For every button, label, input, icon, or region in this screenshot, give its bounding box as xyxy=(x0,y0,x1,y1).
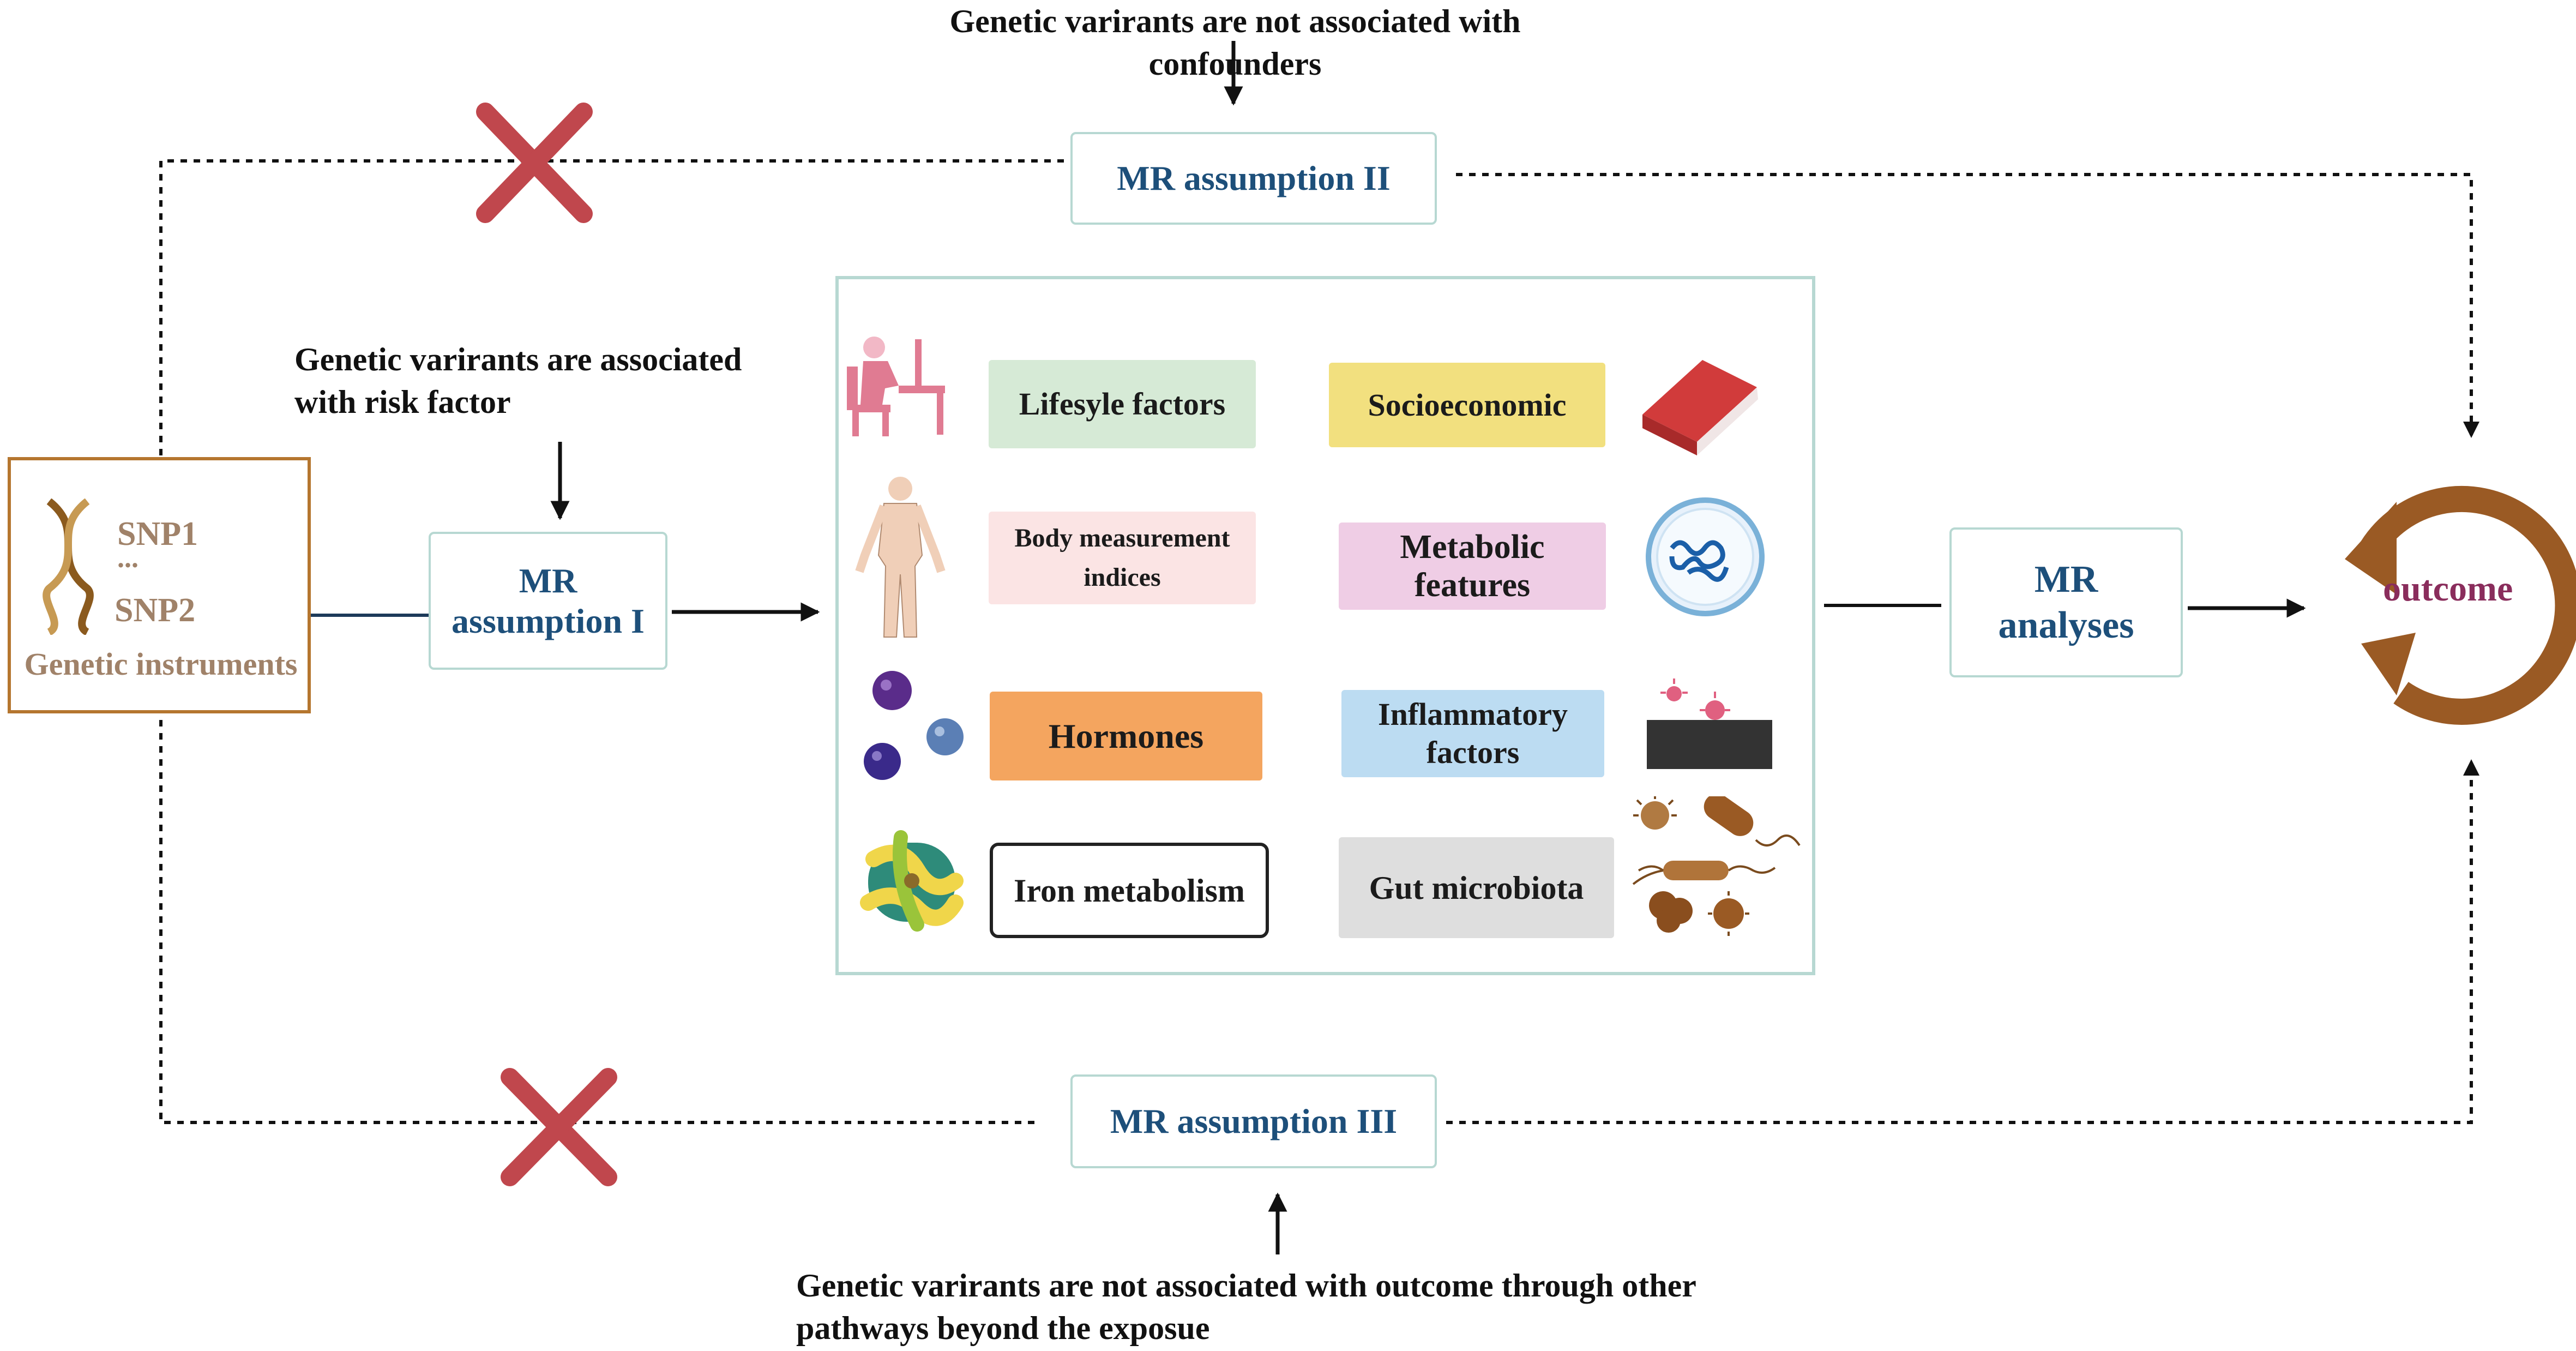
petri-dish-icon xyxy=(1646,497,1765,616)
mr-assumption-2-box: MR assumption II xyxy=(1070,132,1437,225)
inflammatory-factors-label: Inflammatory factors xyxy=(1341,690,1604,777)
metabolic-label-line1: Metabolic xyxy=(1400,529,1545,566)
outcome-cycle-arrowhead-bottom xyxy=(2361,633,2416,695)
socioeconomic-label: Socioeconomic xyxy=(1329,363,1605,447)
hormones-label: Hormones xyxy=(990,692,1262,780)
metabolic-label-line2: features xyxy=(1414,567,1531,604)
spheres-icon xyxy=(864,671,964,780)
gut-microbiota-label: Gut microbiota xyxy=(1339,837,1614,938)
risk-factor-note: Genetic varirants are associated with ri… xyxy=(294,338,834,423)
snp1-label: SNP1 xyxy=(117,515,198,553)
dna-icon xyxy=(43,499,94,635)
snp-ellipsis: ... xyxy=(117,543,139,574)
cross-mark-icon-bottom xyxy=(501,1068,617,1186)
metabolic-features-label: Metabolic features xyxy=(1339,523,1606,610)
cell-surface-icon xyxy=(1647,678,1772,769)
bottom-note-line1: Genetic varirants are not associated wit… xyxy=(796,1268,1696,1304)
mr-assumption-3-box: MR assumption III xyxy=(1070,1074,1437,1168)
bacteria-icon xyxy=(1632,796,1801,936)
protein-icon xyxy=(860,830,964,932)
risk-note-line1: Genetic varirants are associated xyxy=(294,341,742,377)
outcome-cycle-arrowhead-top xyxy=(2345,502,2397,595)
risk-note-line2: with risk factor xyxy=(294,384,511,420)
lifestyle-factors-label: Lifesyle factors xyxy=(989,360,1256,448)
body-measurement-label: Body measurement indices xyxy=(989,512,1256,604)
outcome-cycle-icon xyxy=(2361,485,2576,725)
inflammatory-label-line1: Inflammatory xyxy=(1378,696,1568,732)
body-label-line2: indices xyxy=(1084,563,1161,592)
analyses-line2: analyses xyxy=(1998,604,2134,646)
inflammatory-label-line2: factors xyxy=(1426,735,1520,770)
top-note: Genetic varirants are not associated wit… xyxy=(949,3,1521,82)
snp2-label: SNP2 xyxy=(115,592,196,629)
assumption1-line2: assumption I xyxy=(452,601,645,640)
genetic-instruments-box: SNP1 ... SNP2 Genetic instruments xyxy=(8,457,311,713)
mr-analyses-box: MR analyses xyxy=(1949,527,2183,677)
iron-metabolism-label: Iron metabolism xyxy=(990,843,1269,938)
book-icon xyxy=(1642,360,1758,455)
dotted-path-top-left xyxy=(159,159,1072,455)
bottom-note-line2: pathways beyond the exposue xyxy=(796,1310,1210,1346)
bottom-note: Genetic varirants are not associated wit… xyxy=(796,1264,1832,1349)
analyses-line1: MR xyxy=(2034,558,2098,601)
outcome-label: outcome xyxy=(2383,569,2513,609)
human-body-icon xyxy=(855,477,946,638)
assumption1-line1: MR xyxy=(519,561,577,600)
dotted-path-bottom-left xyxy=(159,720,1039,1124)
cross-mark-icon-top xyxy=(476,103,593,223)
mr-assumption-1-box: MR assumption I xyxy=(429,532,667,670)
person-at-desk-icon xyxy=(847,337,945,436)
body-label-line1: Body measurement xyxy=(1014,524,1230,553)
dotted-path-bottom-right xyxy=(1446,759,2479,1124)
genetic-instruments-label: Genetic instruments xyxy=(24,646,298,682)
